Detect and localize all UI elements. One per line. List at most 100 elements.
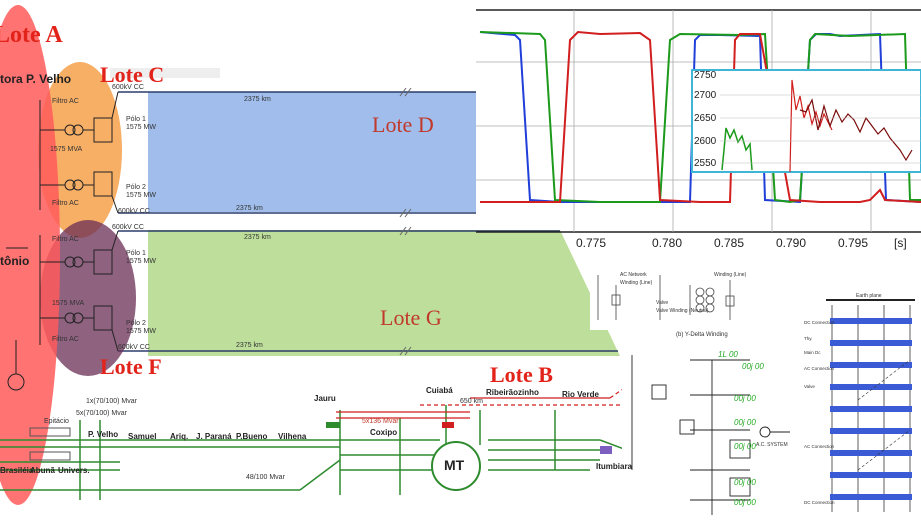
c-mva-label: 1575 MVA: [50, 146, 83, 153]
x-unit-label: [s]: [894, 236, 907, 250]
tower-label-7: DC Connection: [804, 500, 835, 505]
inset-y-tick-4: 2600: [694, 136, 717, 147]
green-value-3: 00j 00: [734, 394, 756, 403]
lote-c-ellipse: [38, 62, 122, 238]
x-tick-2: 0.780: [652, 236, 683, 250]
inset-y-tick-3: 2650: [694, 113, 717, 124]
f-filter-label: Filtro AC: [52, 236, 79, 243]
x-tick-3: 0.785: [714, 236, 745, 250]
f-polo2-label: Pólo 2: [126, 320, 146, 327]
ac-epitacio-label: Epitácio: [44, 418, 69, 425]
converter-f-schematic: [39, 230, 119, 352]
dc-label-mid2: 600kV CC: [112, 224, 144, 231]
green-value-2: 00j 00: [742, 362, 764, 371]
f-polo1-label: Pólo 1: [126, 250, 146, 257]
converter-c-schematic: [39, 91, 119, 214]
ac-samuel-label: Samuel: [128, 432, 157, 441]
ac-brasileia-label: Brasiléia: [0, 466, 34, 475]
km-label-mid: 2375 km: [236, 205, 263, 212]
ac-cuiaba-label: Cuiabá: [426, 386, 453, 395]
ac-system-schematic: [622, 340, 792, 520]
c-filter-label: Filtro AC: [52, 98, 79, 105]
lote-b-label: Lote B: [490, 362, 553, 387]
c-polo2-mw-label: 1575 MW: [126, 192, 156, 199]
lote-a-label: Lote A: [0, 22, 63, 48]
tower-label-1: DC Connection: [804, 320, 835, 325]
ac-rating1-label: 1x(70/100) Mvar: [86, 398, 137, 405]
inset-trace-red: [789, 79, 833, 173]
ac-pvelho-label: P. Velho: [88, 430, 119, 439]
inset-y-tick-2: 2700: [694, 90, 717, 101]
inset-y-tick-1: 2750: [694, 70, 717, 81]
dc-label-bottom: 600kV CC: [118, 344, 150, 351]
trace-green: [479, 31, 921, 204]
ac-pbueno-label: P.Bueno: [236, 432, 268, 441]
green-value-7: 00j 00: [734, 498, 756, 507]
tower-label-5: Valve: [804, 384, 815, 389]
winding-label-1: AC Network: [620, 272, 647, 278]
winding-schematic: [590, 270, 750, 330]
valve-tower-blocks: [830, 318, 912, 500]
header-strip: [110, 68, 220, 78]
ac-rating5-label: 5x(70/100) Mvar: [76, 410, 127, 417]
c-polo1-mw-label: 1575 MW: [126, 124, 156, 131]
ac-coxipo-label: Coxipo: [370, 428, 398, 437]
lote-c-label: Lote C: [100, 62, 165, 87]
km-label-bottom: 2375 km: [236, 342, 263, 349]
c-filter2-label: Filtro AC: [52, 200, 79, 207]
ac-system-label: A.C. SYSTEM: [756, 442, 788, 448]
ac-ribeiraozinho-label: Ribeirãozinho: [486, 388, 539, 397]
f-polo1-mw-label: 1575 MW: [126, 258, 156, 265]
dc-label-top: 600kV CC: [112, 84, 144, 91]
line-break-marks: [399, 87, 412, 356]
lote-g-band: [148, 230, 620, 356]
porto-velho-label: tora P. Velho: [0, 72, 72, 86]
km-label-mid2: 2375 km: [244, 234, 271, 241]
inset-y-tick-5: 2550: [694, 158, 717, 169]
inset-trace-darkred: [799, 98, 913, 162]
ac-jiparana-label: J. Paraná: [196, 432, 232, 441]
mt-node: [431, 441, 481, 491]
green-value-1: 1L 00: [718, 350, 738, 359]
f-polo2-mw-label: 1575 MW: [126, 328, 156, 335]
green-value-6: 00j 00: [734, 478, 756, 487]
tower-label-3: Main Dc: [804, 350, 821, 355]
c-polo1-label: Pólo 1: [126, 116, 146, 123]
ac-rating2-label: 48/100 Mvar: [246, 474, 285, 481]
f-filter2-label: Filtro AC: [52, 336, 79, 343]
valve-tower-diagonals: [857, 359, 911, 471]
ac-rating4-label: 650 km: [460, 398, 483, 405]
ac-itumbiara-label: Itumbiara: [596, 462, 633, 471]
ac-univers-label: Univers.: [58, 466, 90, 475]
x-tick-4: 0.790: [776, 236, 807, 250]
x-tick-5: 0.795: [838, 236, 869, 250]
generator-symbols: [6, 247, 28, 391]
ac-ariquemes-label: Ariq.: [170, 432, 189, 441]
winding-label-5: Winding (Line): [714, 272, 747, 278]
lote-g-label: Lote G: [380, 305, 442, 330]
winding-label-4: Valve Winding (Neutral): [656, 308, 709, 314]
green-value-4: 00j 00: [734, 418, 756, 427]
lote-f-label: Lote F: [100, 354, 162, 379]
tower-label-4: AC Connection: [804, 366, 835, 371]
tower-label-6: AC Connection: [804, 444, 835, 449]
winding-label-3: Valve: [656, 300, 669, 306]
lote-d-band: [148, 92, 556, 212]
inset-trace-green: [721, 127, 753, 171]
ac-rioverde-label: Rio Verde: [562, 390, 599, 399]
ac-jauru-label: Jauru: [314, 394, 336, 403]
f-mva-label: 1575 MVA: [52, 300, 85, 307]
waveform-plot: [476, 8, 921, 233]
winding-caption: (b) Y-Delta Winding: [676, 332, 728, 338]
ac-mt-label: MT: [444, 457, 465, 473]
ac-network: [0, 405, 641, 500]
ac-rating3-label: 5x136 Mvar: [362, 418, 399, 425]
c-polo2-label: Pólo 2: [126, 184, 146, 191]
ac-vilhena-label: Vilhena: [278, 432, 307, 441]
ac-abuna-label: Abunã: [30, 466, 55, 475]
lote-d-label: Lote D: [372, 112, 434, 137]
santo-antonio-label: tônio: [0, 254, 30, 268]
valve-tower-panel: [800, 292, 918, 518]
